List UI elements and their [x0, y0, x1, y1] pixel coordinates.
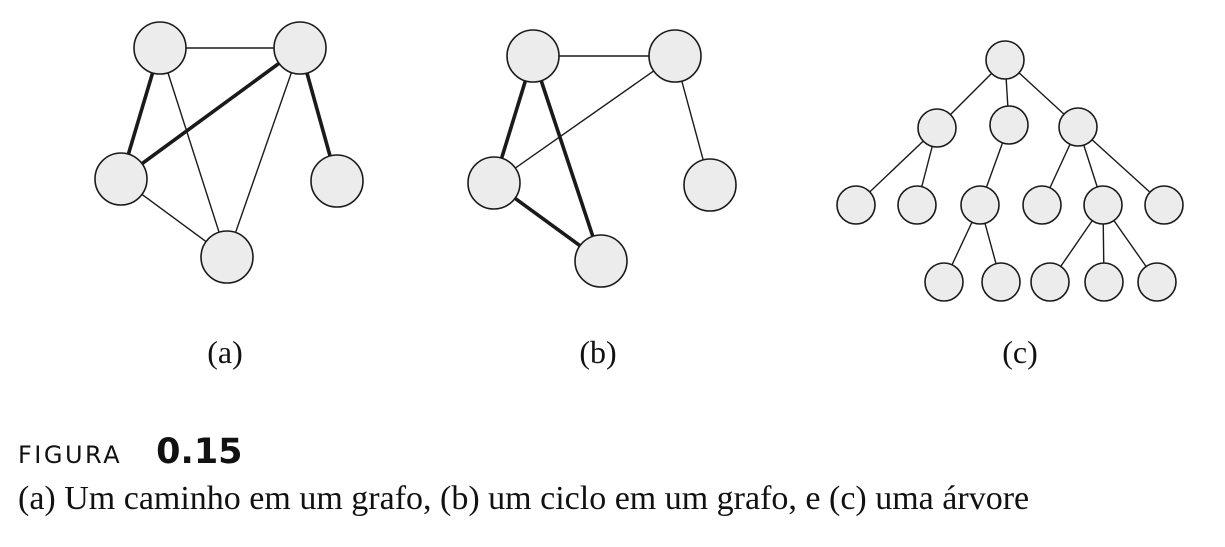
edge-a	[159, 47, 228, 258]
panel-label-c: (c)	[1002, 334, 1038, 370]
tree-node	[836, 185, 876, 225]
node-b	[683, 158, 737, 212]
node-b	[506, 29, 560, 83]
graph-a-path: (a)	[94, 21, 364, 370]
figure-caption-text: (a) Um caminho em um grafo, (b) um ciclo…	[18, 480, 1030, 517]
figure: (a) (b)	[94, 21, 1184, 370]
figure-word: FIGURA	[18, 441, 123, 469]
figure-caption-title: FIGURA 0.15	[18, 432, 243, 472]
tree-node	[1030, 262, 1070, 302]
tree-node	[917, 108, 957, 148]
node-a	[200, 230, 254, 284]
tree-node	[1144, 185, 1184, 225]
tree-node	[1084, 262, 1124, 302]
edge-a	[226, 47, 301, 258]
tree-c: (c)	[836, 40, 1184, 370]
panel-label-b: (b)	[579, 334, 616, 370]
tree-node	[897, 185, 937, 225]
tree-node	[924, 262, 964, 302]
graph-b-cycle: (b)	[467, 29, 737, 370]
figure-number: 0.15	[156, 432, 243, 472]
node-a	[94, 152, 148, 206]
path-edge-a	[119, 46, 302, 181]
edge-b	[493, 55, 676, 184]
cycle-edge-b	[531, 55, 603, 262]
node-b	[467, 156, 521, 210]
node-a	[310, 154, 364, 208]
tree-node	[1022, 185, 1062, 225]
tree-node	[985, 40, 1025, 80]
tree-node	[1137, 262, 1177, 302]
node-a	[133, 21, 187, 75]
tree-node	[1083, 185, 1123, 225]
panel-label-a: (a)	[207, 334, 243, 370]
tree-node	[989, 105, 1029, 145]
node-b	[648, 29, 702, 83]
tree-node	[960, 185, 1000, 225]
tree-node	[981, 262, 1021, 302]
tree-node	[1058, 107, 1098, 147]
node-b	[574, 234, 628, 288]
node-a	[273, 21, 327, 75]
